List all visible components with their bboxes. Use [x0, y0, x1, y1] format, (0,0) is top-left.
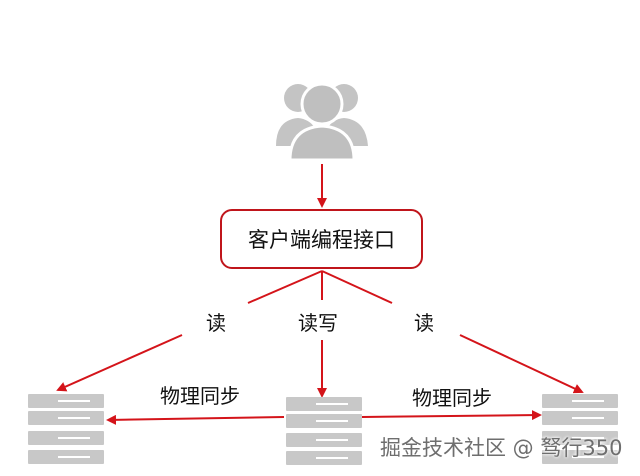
- client-api-box: 客户端编程接口: [220, 209, 423, 269]
- arrow-read-left: [56, 334, 183, 392]
- line-api-right: [321, 270, 393, 304]
- label-sync-right: 物理同步: [412, 386, 492, 410]
- client-api-label: 客户端编程接口: [248, 228, 395, 252]
- label-read-left: 读: [206, 311, 226, 335]
- arrow-sync-left: [106, 414, 285, 425]
- label-read-right: 读: [414, 311, 434, 335]
- watermark: 掘金技术社区 @ 驽行350: [380, 436, 623, 460]
- server-center-icon: [286, 397, 362, 465]
- label-read-write-center: 读写: [298, 311, 338, 335]
- users-icon: [276, 82, 368, 162]
- arrow-sync-right: [361, 410, 542, 421]
- arrow-read-right: [459, 334, 584, 394]
- server-right-icon: [542, 394, 618, 464]
- label-sync-left: 物理同步: [160, 384, 240, 408]
- server-left-icon: [28, 394, 104, 464]
- line-api-left: [247, 270, 323, 304]
